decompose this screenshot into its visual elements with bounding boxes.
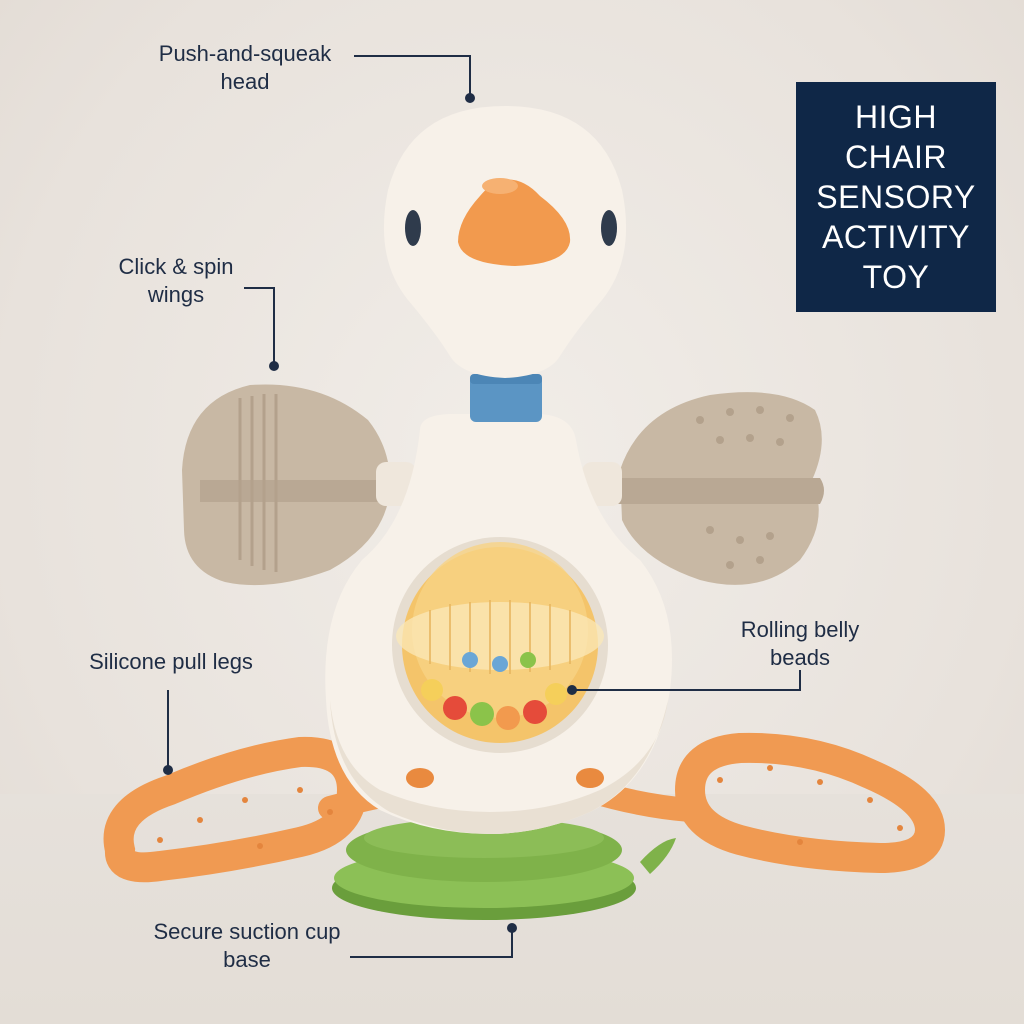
left-eye — [405, 210, 421, 246]
callout-legs: Silicone pull legs — [82, 648, 260, 676]
title-line: SENSORY — [816, 179, 976, 215]
beak — [458, 179, 571, 266]
left-wing — [182, 384, 394, 586]
right-wing — [618, 392, 824, 585]
callout-belly-line2: beads — [770, 645, 830, 670]
duck-head — [383, 106, 627, 378]
callout-head: Push-and-squeak head — [150, 40, 340, 96]
right-eye — [601, 210, 617, 246]
title-line: CHAIR — [844, 139, 948, 175]
title-line: ACTIVITY — [821, 219, 970, 255]
callout-base: Secure suction cup base — [144, 918, 350, 974]
callout-base-line2: base — [223, 947, 271, 972]
callout-head-line2: head — [220, 69, 270, 94]
callout-head-line1: Push-and-squeak — [158, 41, 332, 66]
leg-texture-dots — [157, 765, 903, 849]
right-wing-hinge — [582, 462, 622, 506]
neck-band — [470, 374, 542, 422]
callout-wings-line2: wings — [147, 282, 205, 307]
callout-leader-lines — [167, 55, 801, 958]
title-line: HIGH — [855, 99, 937, 135]
callout-belly-line1: Rolling belly — [740, 617, 860, 642]
callout-belly: Rolling belly beads — [732, 616, 868, 672]
callout-legs-line1: Silicone pull legs — [89, 649, 253, 674]
callout-wings: Click & spin wings — [108, 253, 244, 309]
belly-bead-window — [392, 537, 608, 753]
suction-cup-base — [332, 818, 676, 920]
title-box: HIGH CHAIR SENSORY ACTIVITY TOY — [796, 82, 996, 312]
callout-base-line1: Secure suction cup — [153, 919, 341, 944]
belly-beads — [421, 652, 567, 730]
callout-wings-line1: Click & spin — [118, 254, 234, 279]
title-line: TOY — [862, 259, 930, 295]
callout-dots — [163, 93, 577, 933]
